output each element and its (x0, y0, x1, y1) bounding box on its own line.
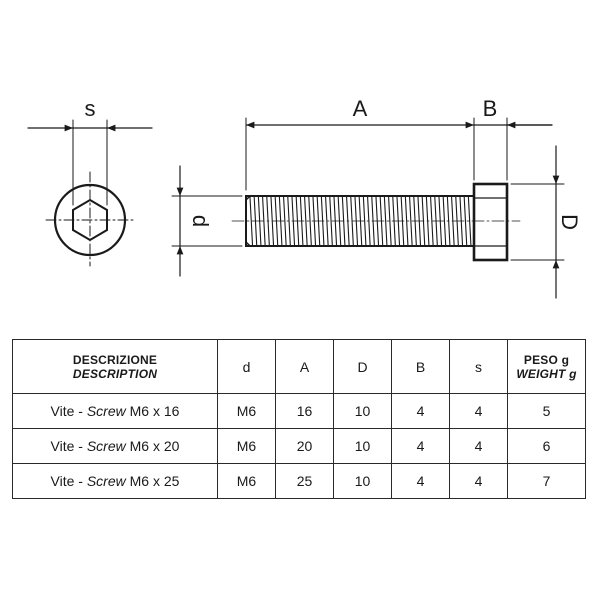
dim-label-a: A (353, 96, 368, 121)
spec-table: DESCRIZIONE DESCRIPTION d A D B s PESO g… (12, 339, 586, 499)
table-row: Vite - Screw M6 x 20 M6 20 10 4 4 6 (12, 428, 586, 464)
dim-label-d-small: d (188, 215, 213, 227)
header-weight-it: PESO g (523, 352, 570, 367)
cell-weight: 6 (507, 428, 586, 464)
header-description: DESCRIZIONE DESCRIPTION (12, 339, 218, 394)
header-weight-en: WEIGHT g (516, 366, 577, 381)
side-view (171, 117, 565, 299)
cell-d: M6 (217, 393, 276, 429)
dim-label-s: s (85, 96, 96, 121)
thread-line (388, 196, 392, 246)
header-description-it: DESCRIZIONE (72, 352, 158, 367)
cell-b: 4 (391, 428, 450, 464)
thread-line (304, 196, 308, 246)
header-a: A (275, 339, 334, 394)
cell-weight: 7 (507, 463, 586, 499)
technical-drawing: s A B d D (27, 96, 582, 299)
header-s: s (449, 339, 508, 394)
thread-line (383, 196, 388, 246)
header-d: d (217, 339, 276, 394)
dim-label-d-large: D (557, 214, 582, 230)
thread-line (362, 196, 367, 246)
thread-line (442, 196, 447, 246)
thread-line (463, 196, 468, 246)
header-description-en: DESCRIPTION (72, 366, 158, 381)
cell-description: Vite - Screw M6 x 16 (12, 393, 218, 429)
cell-s: 4 (449, 428, 508, 464)
front-view (27, 119, 153, 267)
thread-line (329, 196, 333, 246)
header-d-head: D (333, 339, 392, 394)
thread-line (308, 196, 312, 246)
thread-line (283, 196, 287, 246)
cell-b: 4 (391, 393, 450, 429)
cell-s: 4 (449, 463, 508, 499)
cell-s: 4 (449, 393, 508, 429)
cell-a: 20 (275, 428, 334, 464)
cell-d: M6 (217, 428, 276, 464)
cell-description: Vite - Screw M6 x 20 (12, 428, 218, 464)
cell-d-head: 10 (333, 393, 392, 429)
header-weight: PESO g WEIGHT g (507, 339, 586, 394)
cell-a: 25 (275, 463, 334, 499)
cell-weight: 5 (507, 393, 586, 429)
table-row: Vite - Screw M6 x 16 M6 16 10 4 4 5 (12, 393, 586, 429)
table-header-row: DESCRIZIONE DESCRIPTION d A D B s PESO g… (12, 339, 586, 394)
cell-d-head: 10 (333, 463, 392, 499)
cell-b: 4 (391, 463, 450, 499)
dim-label-b: B (483, 96, 498, 121)
cell-d: M6 (217, 463, 276, 499)
table-row: Vite - Screw M6 x 25 M6 25 10 4 4 7 (12, 463, 586, 499)
cell-description: Vite - Screw M6 x 25 (12, 463, 218, 499)
thread-line (467, 196, 472, 246)
thread-line (409, 196, 413, 246)
header-b: B (391, 339, 450, 394)
thread-line (249, 196, 254, 246)
cell-d-head: 10 (333, 428, 392, 464)
cell-a: 16 (275, 393, 334, 429)
